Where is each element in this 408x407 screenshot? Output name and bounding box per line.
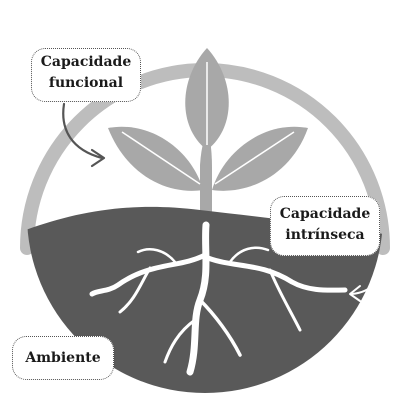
- environment-label: Ambiente: [12, 336, 114, 380]
- intrinsic-capacity-label: Capacidade intrínseca: [270, 196, 380, 256]
- functional-capacity-label: Capacidade funcional: [31, 48, 141, 102]
